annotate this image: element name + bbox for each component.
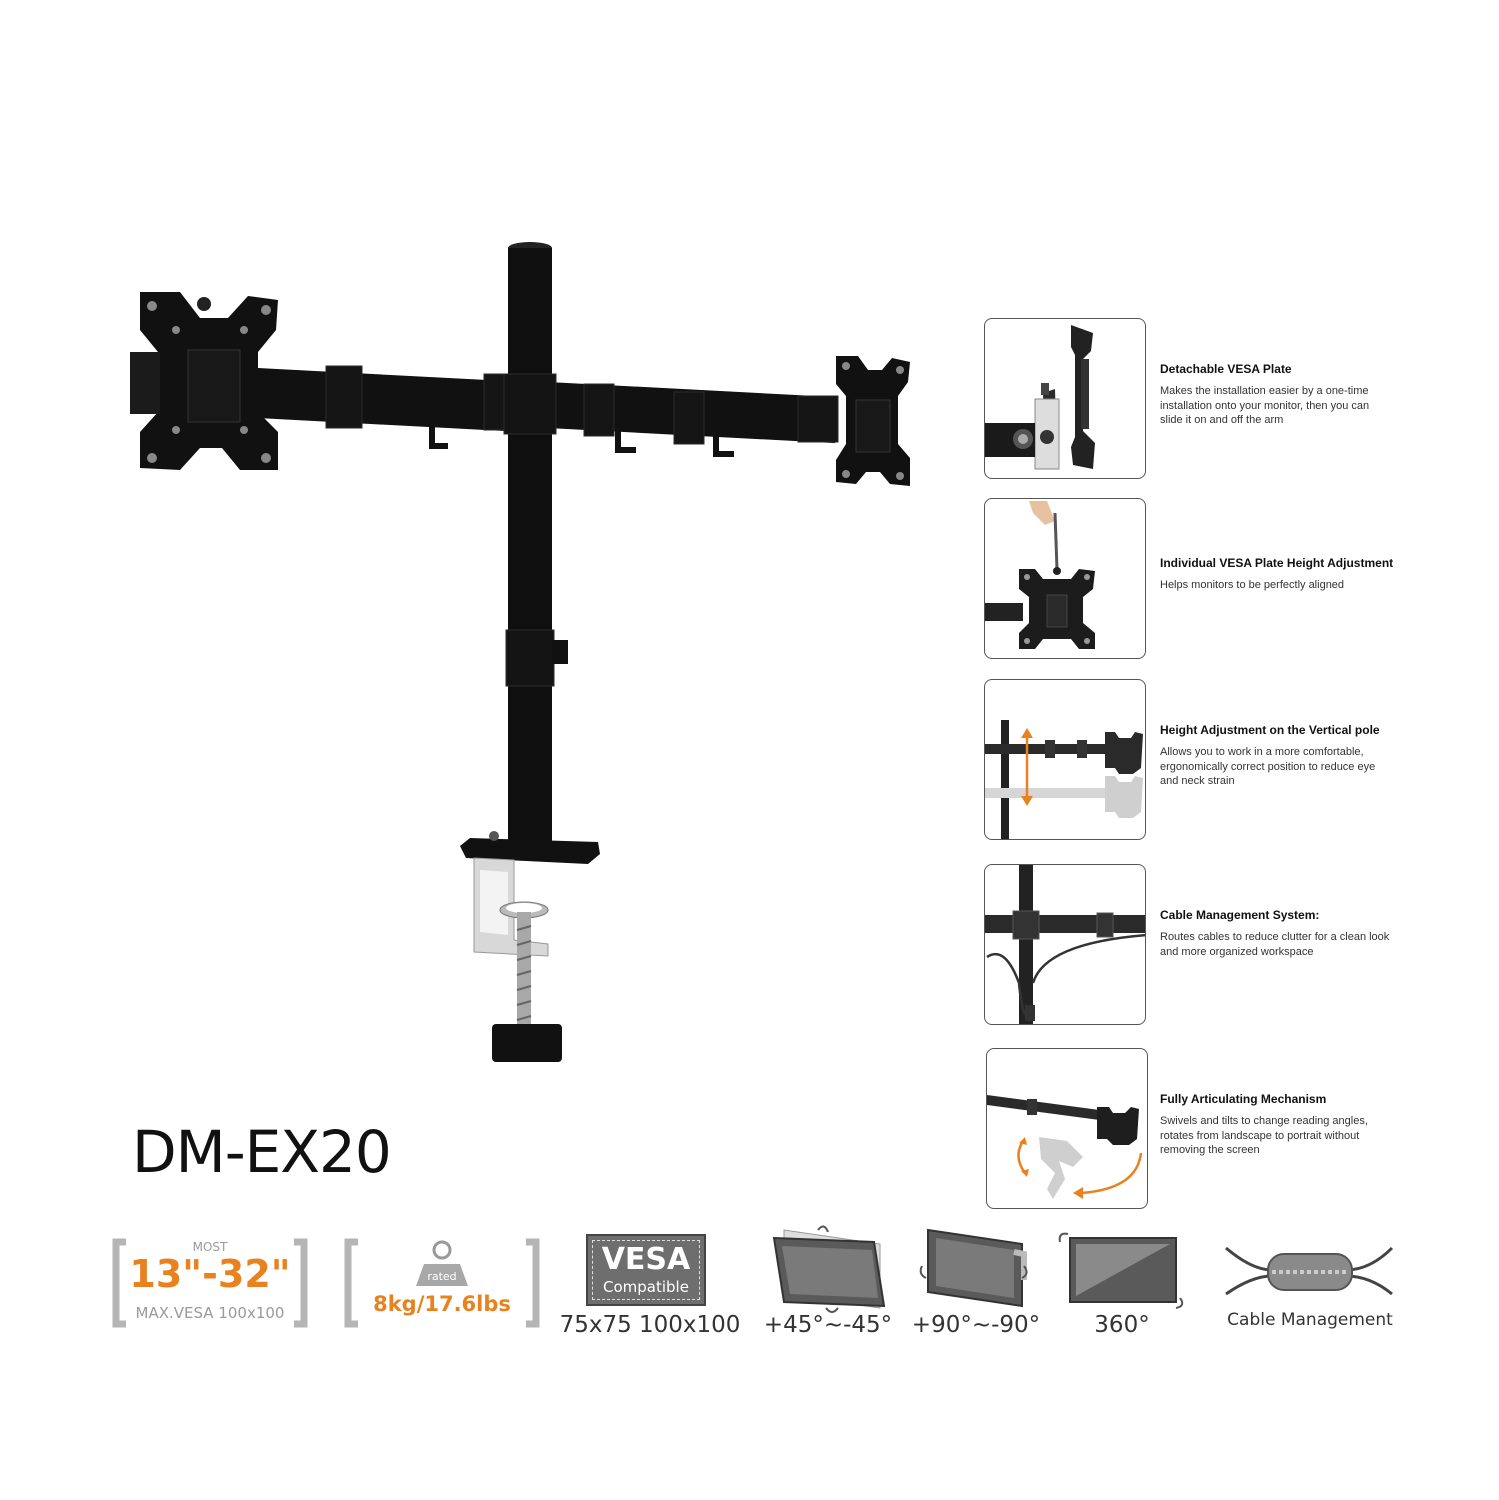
cable-management-icon [985,865,1145,1024]
vesa-badge-main: VESA [601,1242,691,1277]
feature-desc: Makes the installation easier by a one-t… [1160,385,1370,426]
feature-text-5: Fully Articulating Mechanism Swivels and… [1160,1092,1460,1158]
vesa-plate-icon [985,325,1095,470]
vesa-badge-sub: Compatible [603,1278,689,1296]
feature-desc: Allows you to work in a more comfortable… [1160,746,1376,787]
height-adjust-plate-icon [985,501,1095,649]
feature-thumb-plate-height-adjustment [984,498,1146,659]
bracket-icon [344,1238,540,1328]
spec-rotate-label: 360° [1094,1312,1150,1338]
dual-monitor-arm-illustration [130,242,910,1062]
spec-tilt-label: +45°~-45° [763,1312,893,1338]
spec-load-rating: rated 8kg/17.6lbs [344,1238,540,1328]
swivel-icon [919,1228,1028,1308]
feature-text-2: Individual VESA Plate Height Adjustment … [1160,556,1460,593]
spec-size-bottom: MAX.VESA 100x100 [135,1304,285,1322]
rotate-icon [1058,1232,1184,1309]
spec-vesa-label: 75x75 100x100 [559,1312,741,1338]
bracket-icon [112,1238,308,1328]
tilt-icon [772,1225,886,1313]
feature-text-3: Height Adjustment on the Vertical pole A… [1160,723,1460,789]
feature-title: Fully Articulating Mechanism [1160,1092,1327,1106]
feature-desc: Routes cables to reduce clutter for a cl… [1160,931,1390,958]
vertical-pole [503,242,568,848]
weight-icon [416,1240,468,1286]
spec-load-main: 8kg/17.6lbs [373,1292,511,1316]
feature-title: Height Adjustment on the Vertical pole [1160,723,1380,737]
cable-sleeve-icon [1225,1246,1394,1296]
feature-title: Individual VESA Plate Height Adjustment [1160,556,1394,570]
feature-title: Cable Management System: [1160,908,1320,922]
feature-thumb-detachable-vesa-plate [984,318,1146,479]
spec-swivel-label: +90°~-90° [911,1312,1041,1338]
spec-cable-label: Cable Management [1227,1310,1393,1330]
feature-thumb-articulating-mechanism [986,1048,1148,1209]
spec-screen-size: MOST 13"-32" MAX.VESA 100x100 [112,1238,308,1328]
spec-load-top: rated [427,1270,457,1283]
feature-desc: Swivels and tilts to change reading angl… [1160,1115,1368,1156]
articulating-arm-icon [987,1095,1143,1199]
feature-thumb-cable-management [984,864,1146,1025]
feature-text-4: Cable Management System: Routes cables t… [1160,908,1460,959]
vesa-badge: VESA Compatible [586,1234,706,1306]
left-arm [255,365,520,449]
right-vesa-plate [836,356,910,486]
feature-desc: Helps monitors to be perfectly aligned [1160,579,1345,591]
left-vesa-plate [130,292,278,470]
model-title: DM-EX20 [132,1118,392,1186]
right-arm [545,382,839,457]
spec-size-main: 13"-32" [129,1252,291,1296]
spec-size-top: MOST [192,1240,228,1254]
vertical-pole-icon [985,720,1143,839]
feature-title: Detachable VESA Plate [1160,362,1292,376]
feature-thumb-pole-height-adjustment [984,679,1146,840]
desk-clamp [460,831,600,1062]
feature-text-1: Detachable VESA Plate Makes the installa… [1160,362,1460,428]
